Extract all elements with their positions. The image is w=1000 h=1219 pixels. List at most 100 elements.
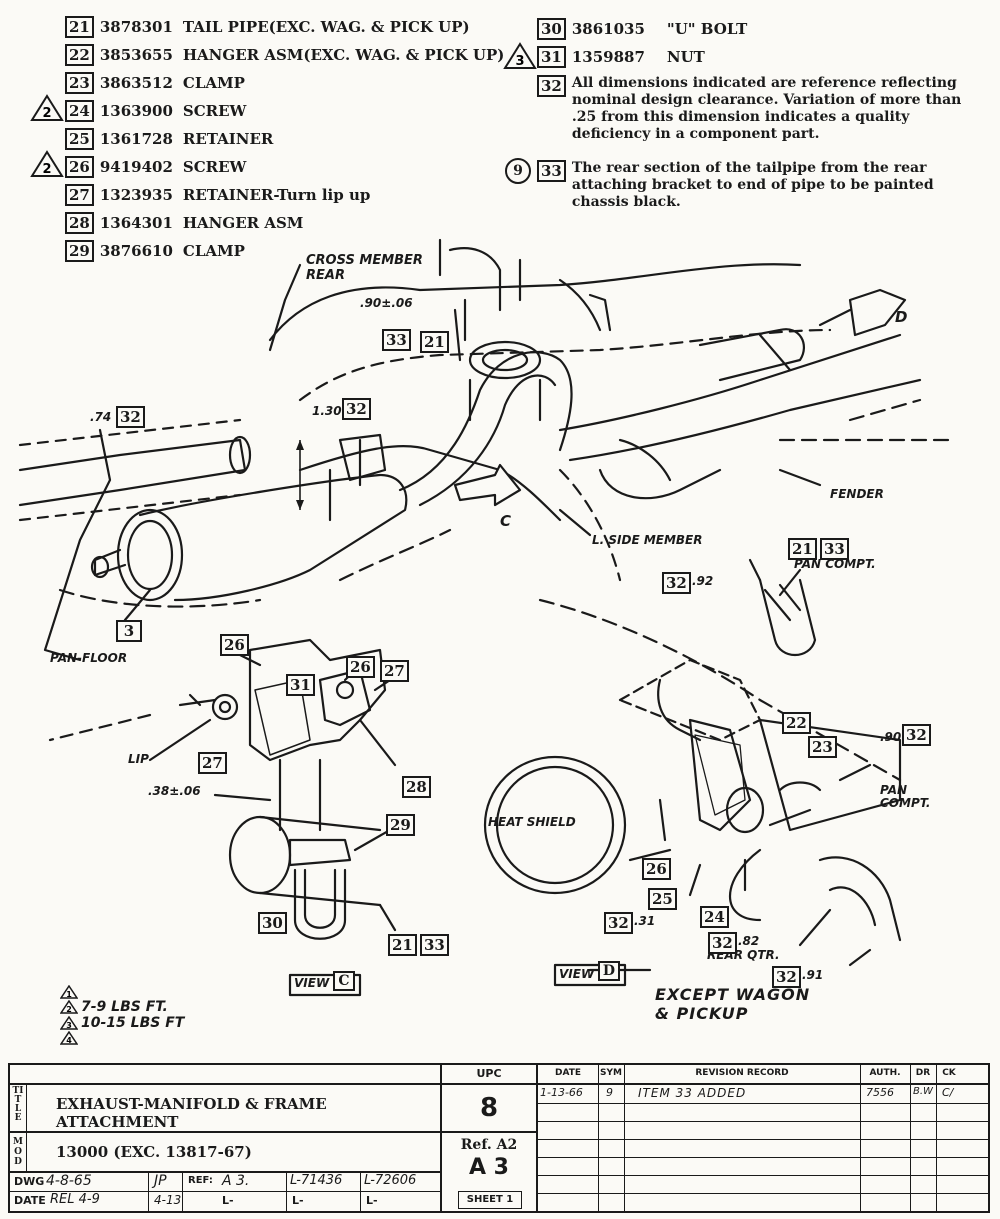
- flag-triangle-icon: 2: [30, 94, 64, 121]
- part-description: RETAINER: [182, 130, 274, 148]
- ref-3: 3: [116, 620, 142, 642]
- note-33: 33 The rear section of the tailpipe from…: [537, 160, 972, 211]
- part-ref: 23: [65, 72, 94, 94]
- dwg-by: JP: [154, 1173, 167, 1189]
- flag-circle-icon: 9: [505, 158, 531, 184]
- rev-header-sym: SYM: [600, 1068, 622, 1078]
- dim-90: .90±.06: [360, 296, 413, 310]
- part-number: 1364301: [99, 214, 173, 232]
- torque-value: 10-15 LBS FT: [81, 1015, 185, 1031]
- ref-29: 29: [386, 814, 415, 836]
- part-description: HANGER ASM: [182, 214, 304, 232]
- part-ref: 27: [65, 184, 94, 206]
- flag-triangle-icon: 3: [503, 42, 537, 69]
- l-ref-4: L-: [292, 1194, 304, 1207]
- flag-triangle-icon: 2: [60, 1000, 78, 1014]
- sheet-label: SHEET 1: [458, 1191, 522, 1209]
- torque-row: 1: [60, 985, 184, 999]
- label-crossmember: CROSS MEMBER REAR: [306, 253, 423, 283]
- ref-label: REF:: [188, 1175, 213, 1186]
- part-ref: 28: [65, 212, 94, 234]
- dim-91: .91: [802, 968, 824, 982]
- part-row: 29 3876610 CLAMP: [65, 238, 245, 264]
- ref-30: 30: [258, 912, 287, 934]
- part-number: 3878301: [99, 18, 173, 36]
- note-ref: 33: [537, 160, 566, 182]
- note-text: The rear section of the tailpipe from th…: [571, 160, 934, 210]
- ref-32: 32: [708, 932, 737, 954]
- label-pan-compt: PAN COMPT.: [794, 557, 876, 571]
- part-number: 3863512: [99, 74, 173, 92]
- label-fender: FENDER: [830, 487, 884, 501]
- rel-value: REL 4-9: [50, 1192, 100, 1207]
- part-number: 1361728: [99, 130, 173, 148]
- dim-82: .82: [738, 934, 760, 948]
- dwg-date: 4-8-65: [46, 1173, 92, 1189]
- ref-26: 26: [220, 634, 249, 656]
- label-side-member: L. SIDE MEMBER: [592, 533, 703, 547]
- part-row: 28 1364301 HANGER ASM: [65, 210, 303, 236]
- flag-triangle-icon: 4: [60, 1031, 78, 1045]
- ref-27: 27: [380, 660, 409, 682]
- part-description: RETAINER-Turn lip up: [182, 186, 371, 204]
- ref-32: 32: [772, 966, 801, 988]
- ref-27: 27: [198, 752, 227, 774]
- label-except-wagon: EXCEPT WAGON & PICKUP: [655, 985, 811, 1023]
- torque-row: 2 7-9 LBS FT.: [60, 999, 184, 1015]
- ref-26: 26: [642, 858, 671, 880]
- title-section: TITLE EXHAUST-MANIFOLD & FRAME ATTACHMEN…: [10, 1065, 442, 1211]
- part-description: SCREW: [182, 102, 247, 120]
- part-row: 27 1323935 RETAINER-Turn lip up: [65, 182, 370, 208]
- part-description: CLAMP: [182, 242, 245, 260]
- torque-row: 4: [60, 1031, 184, 1045]
- ref-24: 24: [700, 906, 729, 928]
- part-ref: 21: [65, 16, 94, 38]
- part-description: NUT: [666, 48, 705, 66]
- ref-23: 23: [808, 736, 837, 758]
- part-row: 23 3863512 CLAMP: [65, 70, 245, 96]
- part-description: CLAMP: [182, 74, 245, 92]
- ref-21: 21: [388, 934, 417, 956]
- model-label: MOD: [13, 1137, 23, 1167]
- ref-32: 32: [342, 398, 371, 420]
- label-arrow-c: C: [500, 512, 512, 530]
- label-arrow-d: D: [895, 308, 908, 326]
- upc-label: UPC: [476, 1067, 502, 1080]
- rev-header-auth: AUTH.: [869, 1068, 901, 1078]
- ref-value: A 3.: [222, 1173, 250, 1189]
- part-description: SCREW: [182, 158, 247, 176]
- dim-31: .31: [634, 914, 656, 928]
- rev-ck: C/: [942, 1086, 954, 1099]
- dim-130: 1.30: [312, 404, 342, 418]
- ref-21: 21: [788, 538, 817, 560]
- note-text: All dimensions indicated are reference r…: [571, 75, 962, 142]
- torque-row: 3 10-15 LBS FT: [60, 1015, 184, 1031]
- ref-21: 21: [420, 331, 449, 353]
- part-number: 3853655: [99, 46, 173, 64]
- note-ref: 32: [537, 75, 566, 97]
- label-view-c: VIEW: [294, 976, 330, 990]
- label-heat-shield: HEAT SHIELD: [488, 815, 576, 829]
- crossmember-line: [268, 263, 802, 342]
- exhaust-diagram: [18, 238, 952, 997]
- view-c-letter: C: [333, 971, 355, 991]
- title-block: TITLE EXHAUST-MANIFOLD & FRAME ATTACHMEN…: [8, 1063, 990, 1213]
- rev-header-ck: CK: [942, 1068, 956, 1078]
- l-ref-1: L-71436: [290, 1173, 343, 1188]
- ref-32: 32: [116, 406, 145, 428]
- rel-value-2: 4-13: [154, 1193, 182, 1207]
- part-number: 1363900: [99, 102, 173, 120]
- rev-header-dr: DR: [915, 1068, 931, 1078]
- svg-text:3: 3: [66, 1021, 72, 1030]
- dim-74: .74: [90, 410, 112, 424]
- ref-26: 26: [346, 656, 375, 678]
- dim-38: .38±.06: [148, 784, 201, 798]
- part-description: TAIL PIPE(EXC. WAG. & PICK UP): [182, 18, 470, 36]
- flag-triangle-icon: 3: [60, 1016, 78, 1030]
- part-row: 26 9419402 SCREW: [65, 154, 246, 180]
- rev-auth: 7556: [866, 1086, 894, 1099]
- ref-32: 32: [662, 572, 691, 594]
- view-d-letter: D: [598, 961, 620, 981]
- dwg-label: DWG: [14, 1175, 45, 1188]
- model-value: 13000 (EXC. 13817-67): [56, 1143, 252, 1161]
